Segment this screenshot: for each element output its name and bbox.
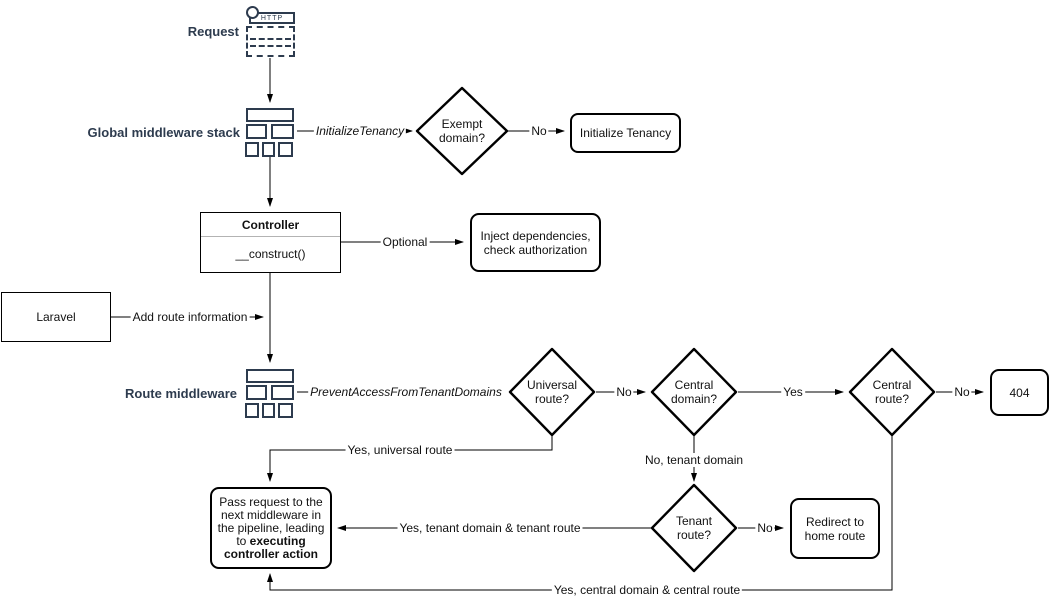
route-middleware-label: Route middleware xyxy=(125,386,237,401)
central-route-diamond xyxy=(848,347,936,437)
edge-label-yes-universal-route: Yes, universal route xyxy=(345,443,455,457)
exempt-domain-label: Exempt domain? xyxy=(438,116,486,145)
edge-label-no-universal: No xyxy=(614,385,634,399)
pass-request-text: Pass request to the next middleware in t… xyxy=(217,494,325,548)
edge-label-initialize-tenancy: InitializeTenancy xyxy=(313,124,407,138)
http-request-icon-body xyxy=(246,26,295,57)
middleware-stack-icon xyxy=(245,107,295,157)
404-node: 404 xyxy=(990,369,1049,416)
pass-request-node: Pass request to the next middleware in t… xyxy=(210,487,332,569)
edge-label-prevent-access: PreventAccessFromTenantDomains xyxy=(308,385,504,399)
http-request-icon: HTTP xyxy=(245,6,296,57)
controller-node: Controller __construct() xyxy=(200,212,341,273)
laravel-node: Laravel xyxy=(1,292,111,342)
central-domain-diamond xyxy=(650,347,738,437)
edge-label-no-exempt: No xyxy=(529,124,549,138)
edge-universal-pass xyxy=(267,435,553,482)
central-route-label: Central route? xyxy=(872,378,912,406)
edge-label-yes-tenant: Yes, tenant domain & tenant route xyxy=(397,521,583,535)
central-domain-label: Central domain? xyxy=(670,378,718,406)
universal-route-diamond xyxy=(508,347,596,437)
edge-label-add-route-information: Add route information xyxy=(130,310,250,324)
http-request-icon-circle xyxy=(246,6,259,19)
controller-title: Controller xyxy=(201,213,340,237)
edge-label-yes-central: Yes, central domain & central route xyxy=(551,583,743,597)
redirect-home-node: Redirect to home route xyxy=(790,498,880,559)
exempt-domain-diamond xyxy=(415,86,509,176)
initialize-tenancy-node: Initialize Tenancy xyxy=(570,113,681,153)
edge-label-yes-central-domain: Yes xyxy=(781,385,805,399)
edge-label-no-central-route: No xyxy=(952,385,972,399)
global-middleware-stack-label: Global middleware stack xyxy=(87,125,240,140)
tenant-route-label: Tenant route? xyxy=(675,514,713,542)
request-label: Request xyxy=(187,24,239,39)
inject-dependencies-node: Inject dependencies, check authorization xyxy=(470,213,601,272)
tenant-route-diamond xyxy=(650,483,738,573)
route-middleware-icon xyxy=(245,368,295,418)
http-request-icon-label: HTTP xyxy=(249,12,295,24)
universal-route-label: Universal route? xyxy=(526,378,577,406)
controller-constructor: __construct() xyxy=(235,247,306,261)
edge-label-optional: Optional xyxy=(380,235,430,249)
pass-request-bold-text: executing controller action xyxy=(223,533,318,561)
edge-label-no-tenant-domain: No, tenant domain xyxy=(642,453,746,467)
edge-label-no-tenant-route: No xyxy=(755,521,775,535)
